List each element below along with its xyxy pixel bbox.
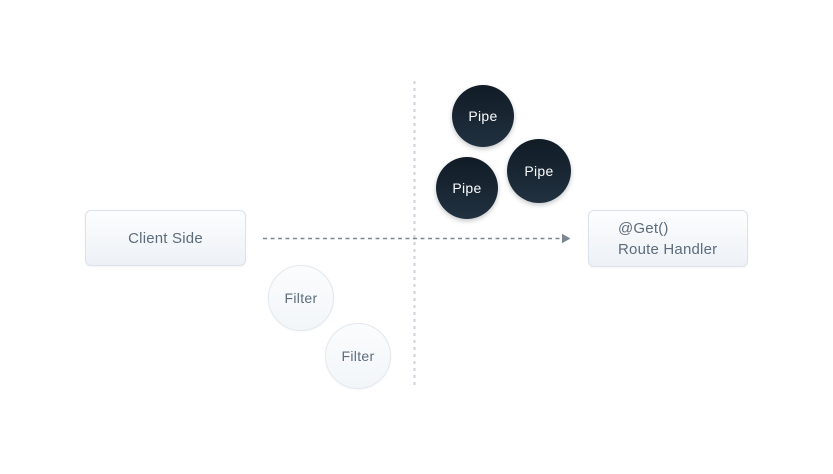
filter-node: Filter [325, 323, 391, 389]
pipe-label: Pipe [468, 108, 498, 124]
filter-label: Filter [341, 348, 375, 364]
route-handler-decorator-label: @Get() [618, 219, 669, 237]
pipe-label: Pipe [524, 163, 554, 179]
client-side-label: Client Side [128, 229, 203, 247]
route-handler-label: Route Handler [618, 240, 718, 258]
pipe-label: Pipe [452, 180, 482, 196]
pipe-node: Pipe [436, 157, 498, 219]
route-handler-box: @Get() Route Handler [588, 210, 748, 267]
arrowhead-icon [562, 233, 571, 244]
filter-node: Filter [268, 265, 334, 331]
pipe-node: Pipe [452, 85, 514, 147]
filter-label: Filter [284, 290, 318, 306]
client-side-box: Client Side [85, 210, 246, 266]
pipe-node: Pipe [507, 139, 571, 203]
